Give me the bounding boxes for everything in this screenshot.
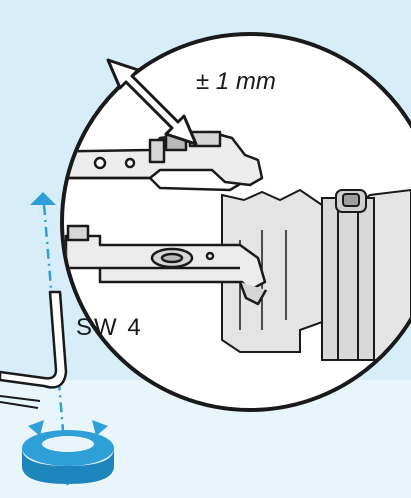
frame-profile — [221, 188, 411, 361]
allen-key-icon — [0, 290, 68, 409]
adjustment-range-label: ± 1 mm — [196, 68, 276, 95]
double-arrow-icon — [106, 58, 198, 146]
rotation-axis-line — [42, 204, 70, 491]
up-arrow-icon — [30, 192, 56, 205]
lower-hinge-plate — [64, 224, 268, 306]
rotate-icon — [22, 420, 114, 484]
tool-size-label: SW 4 — [76, 314, 143, 341]
